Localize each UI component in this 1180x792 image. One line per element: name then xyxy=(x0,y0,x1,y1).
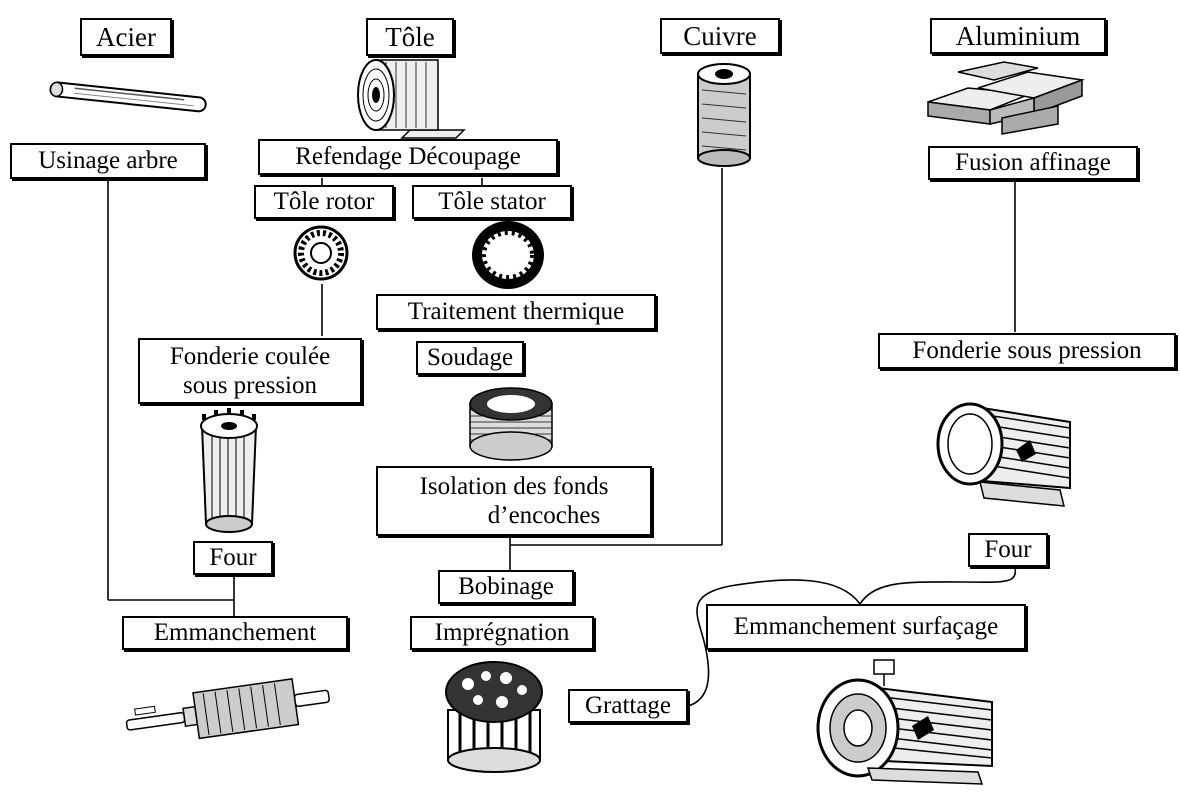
heat-treatment-step: Traitement thermique xyxy=(376,294,656,330)
die-casting-step: Fonderie coulée sous pression xyxy=(138,338,362,404)
rotor-lamination-icon xyxy=(293,225,349,281)
stator-sheet-step: Tôle stator xyxy=(412,185,572,219)
pressure-die-casting-step: Fonderie sous pression xyxy=(878,333,1176,369)
sheet-roll-icon xyxy=(357,59,466,139)
melting-refining-step: Fusion affinage xyxy=(928,146,1138,180)
aluminium-ingots-icon xyxy=(927,61,1085,135)
oven-rotor-step: Four xyxy=(193,541,273,575)
winding-step: Bobinage xyxy=(438,570,574,604)
impregnation-step: Imprégnation xyxy=(410,616,594,650)
die-casting-line1: Fonderie coulée xyxy=(169,343,331,370)
rotor-sheet-step: Tôle rotor xyxy=(254,185,394,219)
material-aluminium-label: Aluminium xyxy=(930,18,1106,54)
oven-frame-step: Four xyxy=(968,533,1048,567)
welding-step: Soudage xyxy=(416,341,524,375)
shaft-machining-step: Usinage arbre xyxy=(10,143,206,179)
rotor-cage-icon xyxy=(200,408,258,533)
wound-stator-icon xyxy=(445,661,543,773)
press-fit-step: Emmanchement xyxy=(122,616,348,650)
assembled-motor-icon xyxy=(816,659,993,785)
die-casting-line2: sous pression xyxy=(182,372,318,399)
material-steel-label: Acier xyxy=(80,18,172,56)
connector-scraping-curve xyxy=(687,579,861,707)
slot-insulation-step: Isolation des fonds d’encoches xyxy=(376,466,652,536)
stator-lamination-icon xyxy=(472,221,544,289)
slot-insulation-line1: Isolation des fonds xyxy=(419,473,609,500)
press-fit-facing-step: Emmanchement surfaçage xyxy=(706,604,1026,650)
rotor-assembly-icon xyxy=(125,678,330,740)
slot-insulation-line2: d’encoches xyxy=(487,502,601,529)
material-sheet-label: Tôle xyxy=(366,18,454,56)
motor-frame-icon xyxy=(936,402,1071,507)
steel-bar-icon xyxy=(49,81,207,113)
material-copper-label: Cuivre xyxy=(660,18,780,54)
copper-coil-icon xyxy=(697,63,751,167)
scraping-step: Grattage xyxy=(568,689,688,723)
connector-oven-curve xyxy=(859,567,1017,605)
stator-stack-icon xyxy=(469,387,553,461)
slitting-cutting-step: Refendage Découpage xyxy=(258,139,558,175)
